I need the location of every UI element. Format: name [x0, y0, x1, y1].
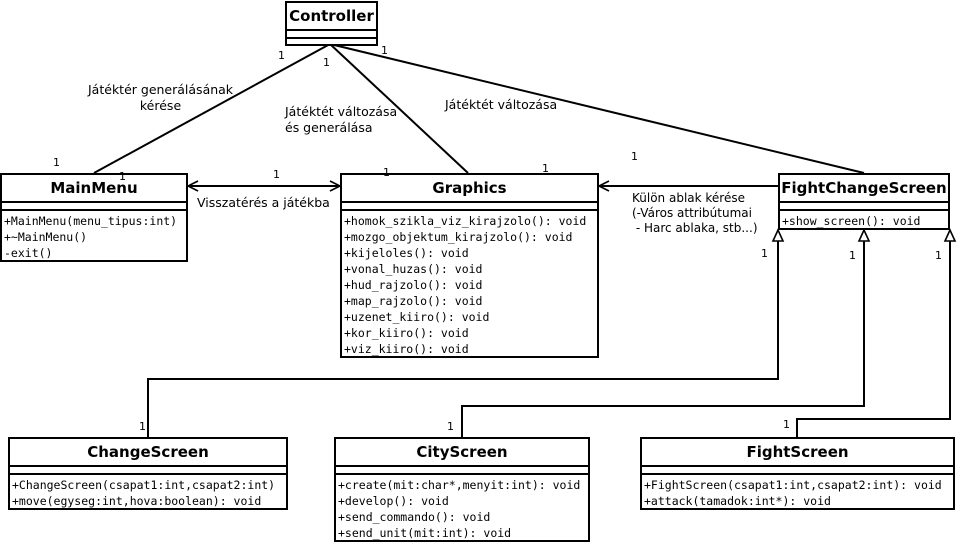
multiplicity: 1	[783, 418, 790, 431]
label-change-and-generation: Játéktét változása és generálása	[285, 104, 397, 136]
assoc-controller-fightchange	[329, 43, 865, 174]
generalization-arrowhead-fightscreen	[943, 228, 957, 242]
label-line: - Harc ablaka, stb...)	[632, 221, 758, 235]
operation: +homok_szikla_viz_kirajzolo(): void	[344, 214, 587, 228]
class-attributes	[2, 203, 186, 211]
multiplicity: 1	[323, 56, 330, 69]
class-name: ChangeScreen	[10, 439, 286, 467]
label-generation-request: Játéktér generálásának kérése	[88, 82, 233, 114]
operation: +mozgo_objektum_kirajzolo(): void	[344, 230, 573, 244]
multiplicity: 1	[383, 166, 390, 179]
operation: +uzenet_kiiro(): void	[344, 310, 490, 324]
operation: +send_commando(): void	[338, 510, 491, 524]
multiplicity: 1	[542, 162, 549, 175]
label-line: Játéktét változása	[285, 104, 398, 119]
class-operations: +FightScreen(csapat1:int,csapat2:int): v…	[642, 475, 953, 511]
multiplicity: 1	[278, 49, 285, 62]
label-return-to-game: Visszatérés a játékba	[197, 195, 330, 210]
class-graphics[interactable]: Graphics +homok_szikla_viz_kirajzolo(): …	[340, 173, 599, 358]
class-attributes	[342, 203, 597, 211]
operation: +kijeloles(): void	[344, 246, 469, 260]
multiplicity: 1	[631, 150, 638, 163]
class-operations: +MainMenu(menu_tipus:int) +~MainMenu() -…	[2, 211, 186, 263]
operation: +map_rajzolo(): void	[344, 294, 483, 308]
operation: +develop(): void	[338, 494, 449, 508]
generalization-arrowhead-cityscreen	[857, 228, 871, 242]
generalization-cityscreen	[461, 241, 865, 437]
operation: +send_unit(mit:int): void	[338, 526, 512, 540]
generalization-changescreen	[147, 241, 779, 437]
class-name: MainMenu	[2, 175, 186, 203]
class-operations: +create(mit:char*,menyit:int): void +dev…	[336, 475, 588, 543]
class-attributes	[780, 203, 948, 211]
class-operations: +show_screen(): void	[780, 211, 948, 231]
assoc-controller-graphics	[329, 43, 469, 174]
operation: +attack(tamadok:int*): void	[644, 494, 831, 508]
operation: +hud_rajzolo(): void	[344, 278, 483, 292]
class-mainmenu[interactable]: MainMenu +MainMenu(menu_tipus:int) +~Mai…	[0, 173, 188, 262]
label-change: Játéktét változása	[445, 97, 558, 112]
generalization-fightscreen	[796, 241, 951, 437]
operation: +viz_kiiro(): void	[344, 342, 469, 356]
label-line: és generálása	[285, 120, 373, 135]
class-attributes	[642, 467, 953, 475]
multiplicity: 1	[935, 249, 942, 262]
class-attributes	[287, 31, 376, 39]
operation: +FightScreen(csapat1:int,csapat2:int): v…	[644, 478, 942, 492]
operation: +create(mit:char*,menyit:int): void	[338, 478, 581, 492]
label-line: (-Város attribútumai	[632, 206, 752, 220]
class-controller[interactable]: Controller	[285, 1, 378, 46]
multiplicity: 1	[273, 168, 280, 181]
operation: +ChangeScreen(csapat1:int,csapat2:int)	[12, 478, 276, 492]
generalization-arrowhead-changescreen	[771, 228, 785, 242]
multiplicity: 1	[139, 420, 146, 433]
class-attributes	[10, 467, 286, 475]
class-name: Controller	[287, 3, 376, 31]
class-fightchangescreen[interactable]: FightChangeScreen +show_screen(): void	[778, 173, 950, 230]
multiplicity: 1	[447, 420, 454, 433]
operation: -exit()	[4, 246, 53, 260]
class-name: Graphics	[342, 175, 597, 203]
class-name: FightScreen	[642, 439, 953, 467]
operation: +MainMenu(menu_tipus:int)	[4, 214, 178, 228]
operation: +move(egyseg:int,hova:boolean): void	[12, 494, 262, 508]
class-fightscreen[interactable]: FightScreen +FightScreen(csapat1:int,csa…	[640, 437, 955, 510]
class-name: FightChangeScreen	[780, 175, 948, 203]
multiplicity: 1	[849, 249, 856, 262]
label-line: kérése	[139, 98, 182, 113]
class-attributes	[336, 467, 588, 475]
class-name: CityScreen	[336, 439, 588, 467]
operation: +kor_kiiro(): void	[344, 326, 469, 340]
class-changescreen[interactable]: ChangeScreen +ChangeScreen(csapat1:int,c…	[8, 437, 288, 510]
label-line: Külön ablak kérése	[632, 191, 745, 205]
class-cityscreen[interactable]: CityScreen +create(mit:char*,menyit:int)…	[334, 437, 590, 542]
class-operations: +ChangeScreen(csapat1:int,csapat2:int) +…	[10, 475, 286, 511]
multiplicity: 1	[119, 170, 126, 183]
multiplicity: 1	[761, 247, 768, 260]
multiplicity: 1	[381, 44, 388, 57]
operation: +vonal_huzas(): void	[344, 262, 483, 276]
label-separate-window: Külön ablak kérése (-Város attribútumai …	[632, 191, 758, 236]
class-operations: +homok_szikla_viz_kirajzolo(): void +moz…	[342, 211, 597, 359]
multiplicity: 1	[53, 156, 60, 169]
operation: +~MainMenu()	[4, 230, 88, 244]
operation: +show_screen(): void	[782, 214, 921, 228]
label-line: Játéktér generálásának	[88, 82, 234, 97]
assoc-controller-mainmenu	[93, 43, 331, 174]
